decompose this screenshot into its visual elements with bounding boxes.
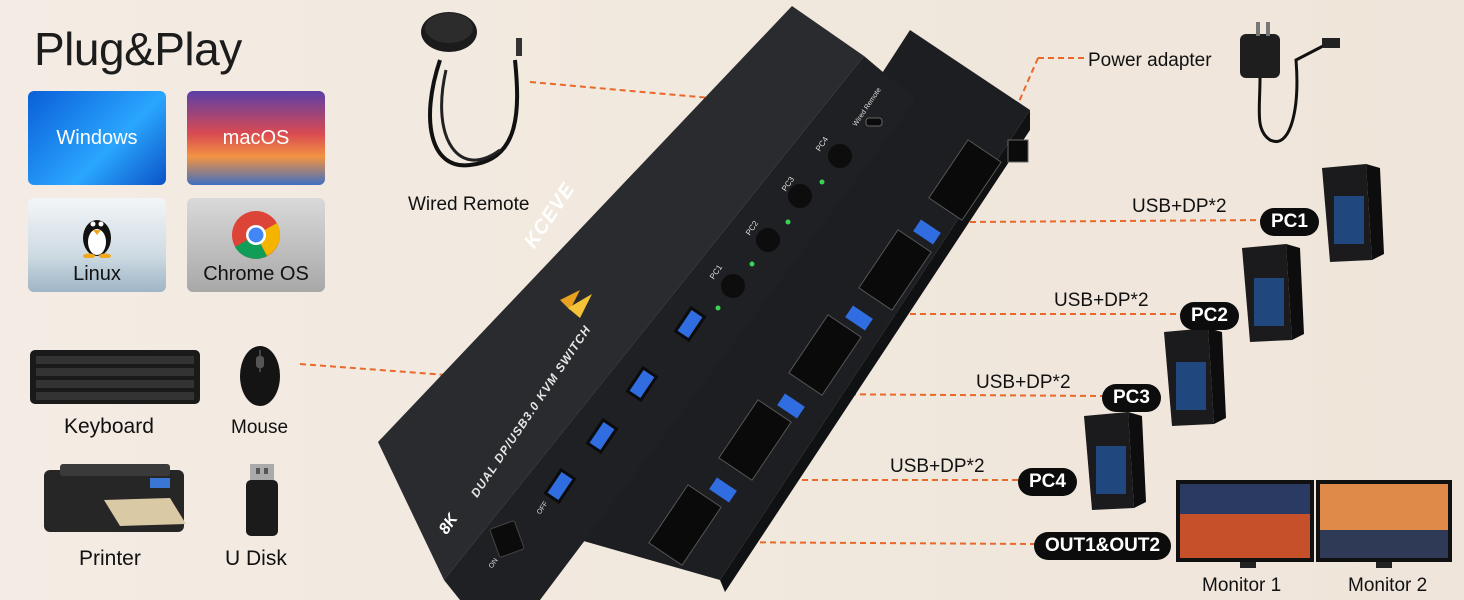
pc3-connection-label: USB+DP*2 bbox=[976, 372, 1071, 393]
udisk-label: U Disk bbox=[225, 547, 287, 570]
usb-drive-image bbox=[246, 464, 278, 536]
mouse-image bbox=[240, 346, 280, 406]
penguin-icon bbox=[83, 220, 111, 258]
os-tile-label: macOS bbox=[222, 126, 290, 149]
os-tile-linux: Linux bbox=[28, 198, 166, 292]
os-tile-label: Chrome OS bbox=[203, 263, 309, 285]
pc4-badge: PC4 bbox=[1018, 468, 1077, 496]
printer-label: Printer bbox=[79, 547, 141, 570]
pc4-connection-label: USB+DP*2 bbox=[890, 456, 985, 477]
os-tile-label: Linux bbox=[73, 263, 121, 285]
monitor-2-label: Monitor 2 bbox=[1348, 575, 1428, 596]
keyboard-label: Keyboard bbox=[64, 415, 154, 438]
kvm-back-unit bbox=[580, 30, 1030, 592]
output-connector-line bbox=[699, 541, 1037, 545]
pc-tower-images bbox=[1084, 164, 1384, 510]
chrome-icon bbox=[232, 211, 281, 259]
pc1-connector-line bbox=[969, 219, 1269, 223]
wired-remote-image bbox=[421, 12, 522, 168]
kvm-front-unit bbox=[378, 6, 916, 600]
pc1-badge: PC1 bbox=[1260, 208, 1319, 236]
os-tile-chromeos: Chrome OS bbox=[187, 198, 325, 292]
os-tile-macos: macOS bbox=[187, 91, 325, 185]
output-badge: OUT1&OUT2 bbox=[1034, 532, 1172, 560]
page-title: Plug&Play bbox=[34, 23, 242, 75]
power-adapter-image bbox=[1240, 22, 1340, 143]
os-tile-label: Windows bbox=[56, 126, 138, 149]
mouse-label: Mouse bbox=[231, 417, 289, 438]
pc2-connection-label: USB+DP*2 bbox=[1054, 290, 1149, 311]
os-tile-windows: Windows bbox=[28, 91, 166, 185]
pc3-badge: PC3 bbox=[1102, 384, 1161, 412]
monitor-images bbox=[1176, 480, 1452, 568]
pc2-badge: PC2 bbox=[1180, 302, 1239, 330]
printer-image bbox=[44, 464, 186, 532]
wired-remote-label: Wired Remote bbox=[408, 194, 530, 215]
power-adapter-label: Power adapter bbox=[1088, 50, 1212, 71]
pc1-connection-label: USB+DP*2 bbox=[1132, 196, 1227, 217]
keyboard-image bbox=[30, 350, 200, 404]
monitor-1-label: Monitor 1 bbox=[1202, 575, 1282, 596]
